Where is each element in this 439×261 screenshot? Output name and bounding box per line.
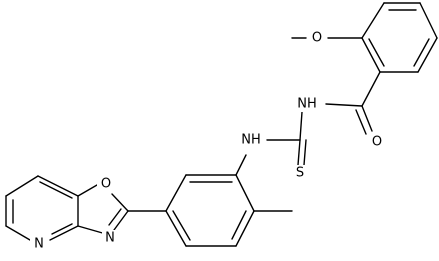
bond [361,37,381,73]
bond [325,103,363,107]
bond [297,139,301,166]
bond [113,210,129,231]
bond [419,2,438,39]
bond [39,181,73,199]
oxazole-nitrogen-label: N [105,231,115,246]
bond [111,193,129,212]
bond [5,225,31,241]
bond [235,174,255,212]
bond [299,111,303,141]
bond [368,38,385,67]
bond [303,139,307,166]
bond [231,210,247,240]
bond [361,71,381,107]
benzoyl-ring [361,2,438,73]
amide-nh-label: NH [297,97,317,112]
bond [77,225,107,235]
bond [417,37,438,73]
bond [77,184,98,197]
atom-labels: O NH O NH S O N N [30,30,386,252]
bond [108,208,122,226]
bond [361,2,385,39]
bond [37,175,79,197]
pyridine-nitrogen-label: N [34,237,44,252]
bond [361,105,373,132]
tolyl-ring [165,154,255,247]
bond [413,38,430,67]
bond [355,109,367,135]
oxazole-oxygen-label: O [101,177,111,192]
methoxy-oxygen-label: O [312,31,322,46]
bond [165,210,187,247]
carbonyl-oxygen-label: O [372,135,382,150]
bond [51,223,73,235]
bond [235,154,247,176]
thiourea-nh-label: NH [241,133,261,148]
pyridine-ring [5,175,79,241]
bond [172,210,191,241]
oxazole-ring [77,184,129,235]
bond [5,175,39,197]
bond [235,210,255,247]
bond [165,174,187,212]
bond [49,225,79,241]
thiocarbonyl-sulfur-label: S [296,166,304,181]
